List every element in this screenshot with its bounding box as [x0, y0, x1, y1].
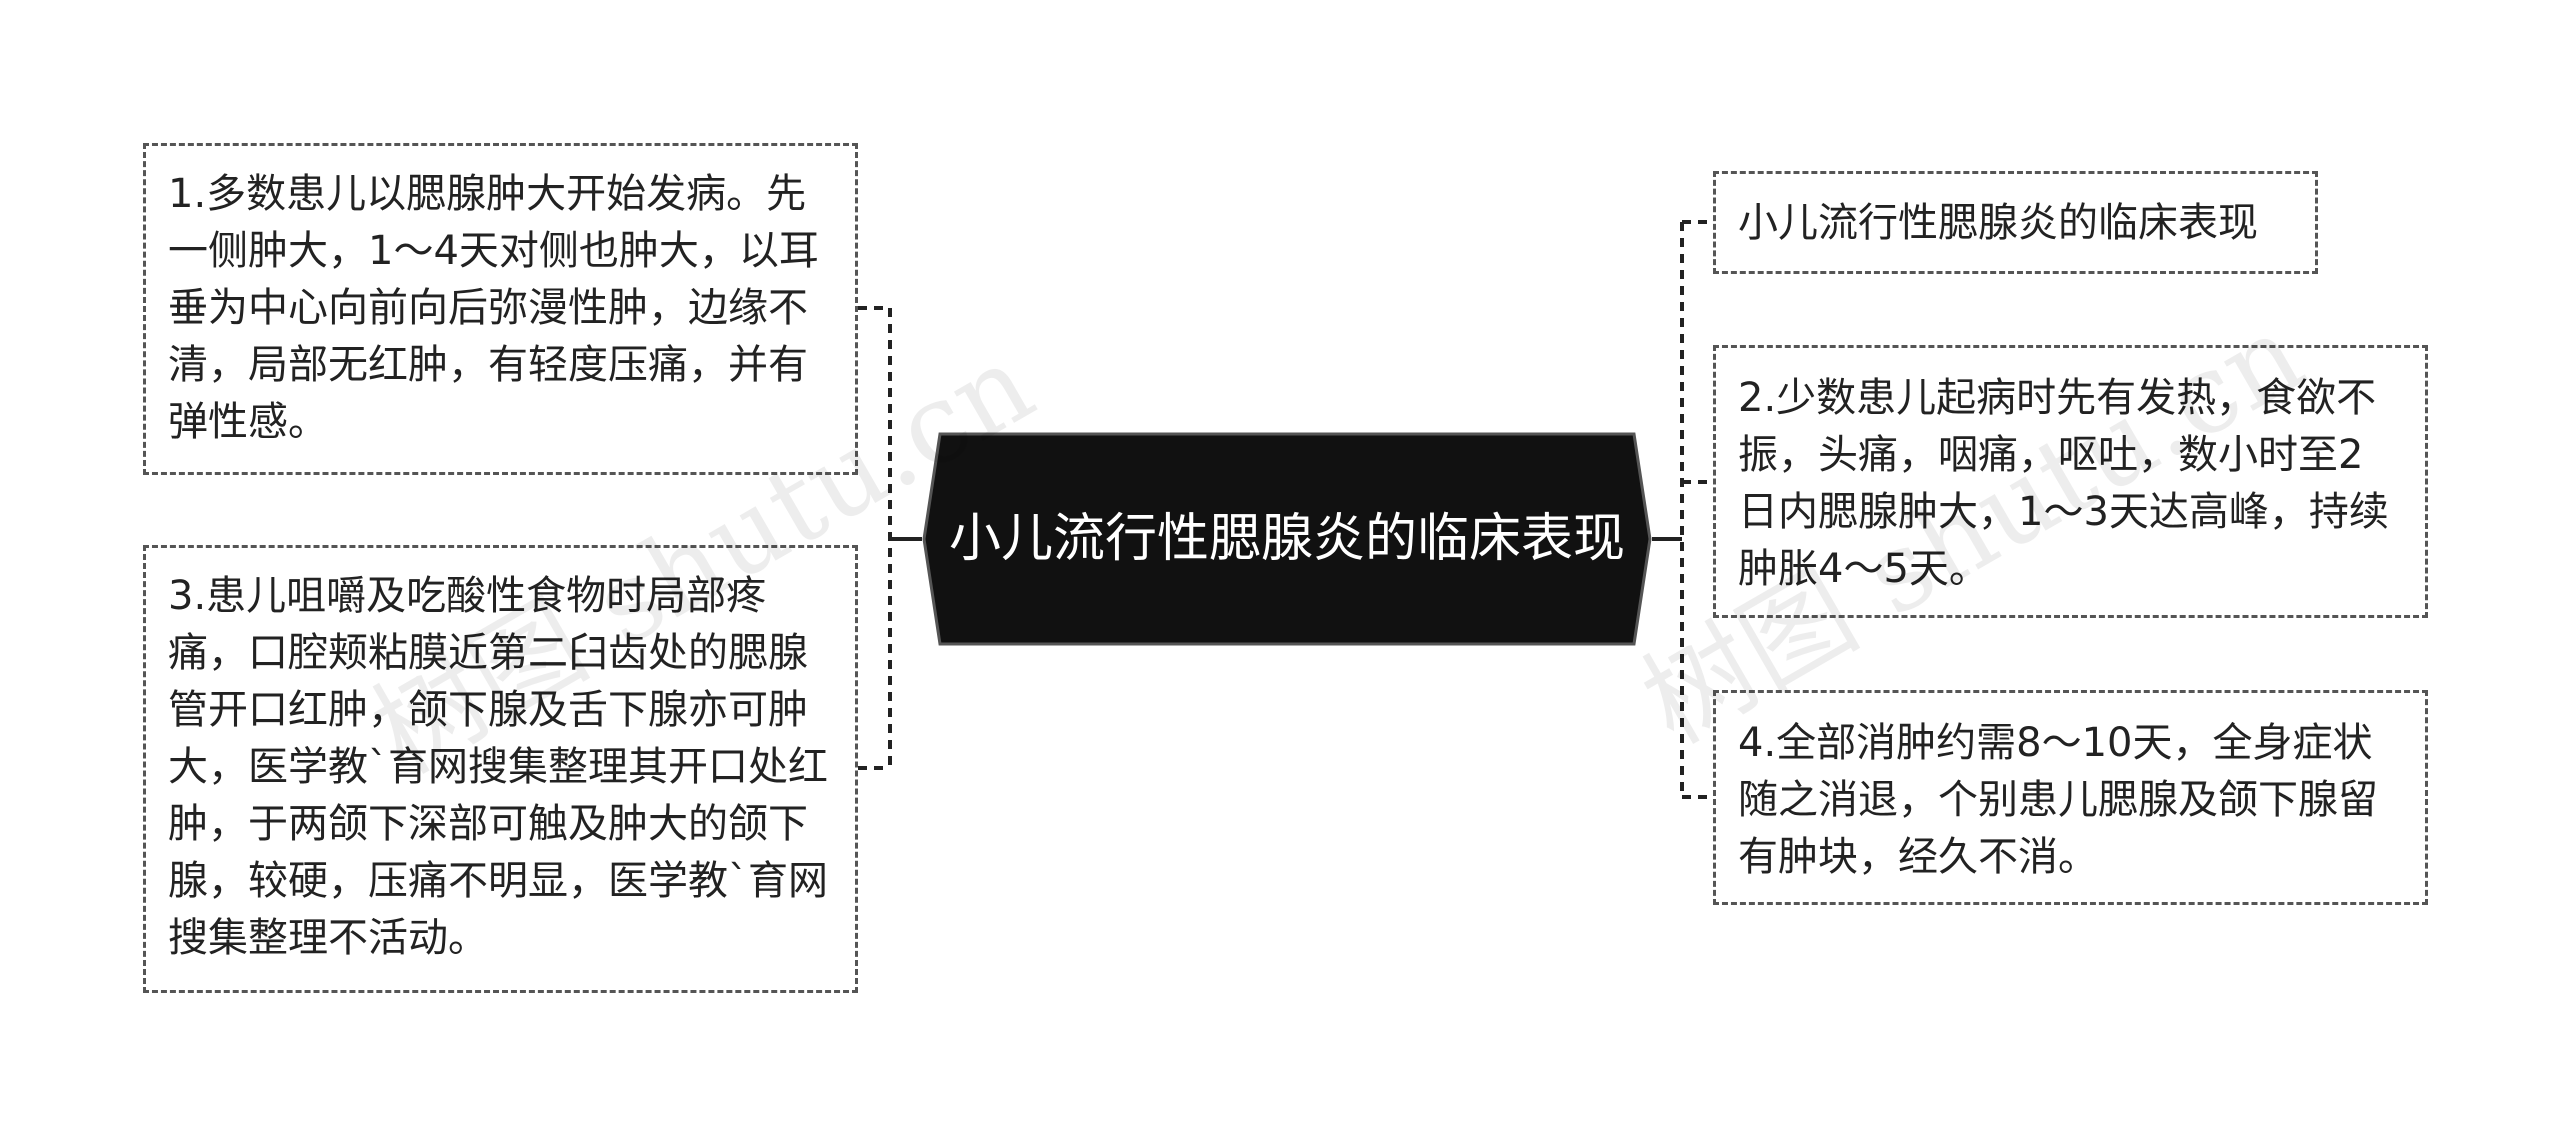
branch-node-2[interactable]: 2.少数患儿起病时先有发热，食欲不振，头痛，咽痛，呕吐，数小时至2日内腮腺肿大，…	[1713, 345, 2428, 618]
branch-node-3[interactable]: 3.患儿咀嚼及吃酸性食物时局部疼痛，口腔颊粘膜近第二臼齿处的腮腺管开口红肿，颌下…	[143, 545, 858, 993]
center-node-shape	[922, 432, 1652, 646]
center-topic[interactable]: 小儿流行性腮腺炎的临床表现	[948, 509, 1625, 569]
branch-node-4[interactable]: 4.全部消肿约需8～10天，全身症状随之消退，个别患儿腮腺及颌下腺留有肿块，经久…	[1713, 690, 2428, 905]
branch-node-1[interactable]: 1.多数患儿以腮腺肿大开始发病。先一侧肿大，1～4天对侧也肿大，以耳垂为中心向前…	[143, 143, 858, 475]
branch-node-title[interactable]: 小儿流行性腮腺炎的临床表现	[1713, 171, 2318, 274]
